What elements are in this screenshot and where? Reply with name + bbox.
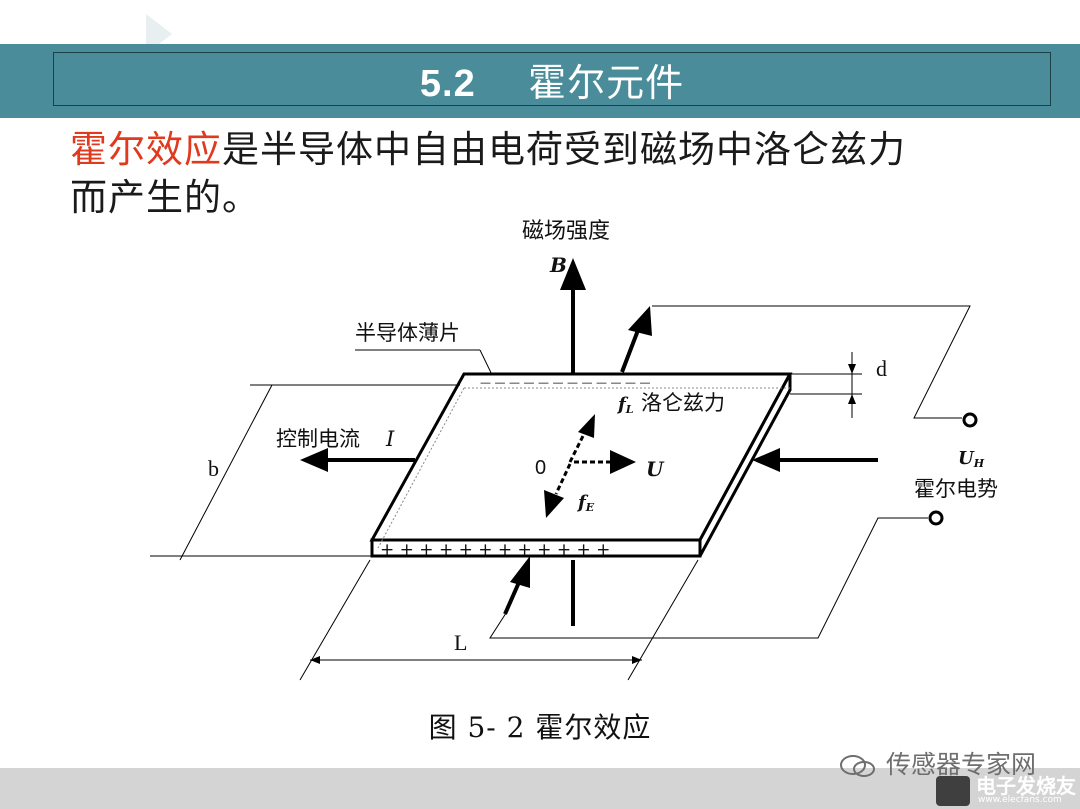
d-label: d — [876, 356, 887, 381]
hall-wire-upper — [652, 305, 971, 419]
electric-force-vector-head — [544, 490, 564, 518]
slide-title: 5.2 霍尔元件 — [420, 52, 684, 107]
figure-caption: 图 5- 2 霍尔效应 — [428, 711, 652, 744]
right-input-arrowhead — [752, 448, 780, 472]
hall-terminal-upper — [962, 412, 978, 428]
hall-emf-label: 霍尔电势 — [914, 477, 998, 501]
b-field-arrowhead — [560, 258, 586, 290]
negative-charges: — — — — — — — — — — — — — [480, 376, 650, 389]
lorentz-vector-head — [578, 414, 595, 438]
semiconductor-plate-top — [369, 372, 793, 542]
l-dim-ext-right — [627, 559, 699, 681]
intro-paragraph: 霍尔效应是半导体中自由电荷受到磁场中洛仑兹力而产生的。 — [70, 126, 930, 222]
watermark-account-text: 传感器专家网 — [885, 750, 1036, 779]
upper-tilted-arrow — [620, 324, 642, 373]
lorentz-force-label: 洛仑兹力 — [641, 391, 725, 415]
elecfans-logo-url: www.elecfans.com — [978, 795, 1062, 805]
current-symbol: I — [385, 427, 395, 451]
elecfans-logo: 电子发烧友 www.elecfans.com — [936, 768, 1076, 808]
velocity-label: U — [646, 457, 665, 481]
l-dim-ext-left — [299, 559, 371, 681]
l-dim-tick-right — [632, 656, 642, 664]
l-dim-tick-left — [310, 656, 320, 664]
footer-bar — [0, 768, 1080, 809]
b-label: b — [208, 456, 219, 481]
d-dim-tick-bottom — [848, 394, 856, 404]
intro-text: 是半导体中自由电荷受到磁场中洛仑兹力而产生的。 — [70, 128, 906, 219]
control-current-label: 控制电流 — [276, 427, 360, 451]
elecfans-badge-icon — [936, 776, 970, 806]
electric-force-vector — [554, 463, 572, 495]
hall-wire-lower — [489, 517, 928, 639]
watermark-account: 传感器专家网 — [838, 745, 1036, 781]
section-title: 霍尔元件 — [528, 60, 685, 105]
lorentz-vector — [568, 427, 589, 463]
positive-charges: + + + + + + + + + + + + — [380, 540, 610, 560]
semiconductor-plate-right-edge — [698, 373, 792, 557]
field-strength-label: 磁场强度 — [522, 219, 610, 244]
plate-label: 半导体薄片 — [355, 321, 460, 345]
l-label: L — [454, 630, 467, 655]
control-current-arrowhead — [300, 448, 328, 472]
d-dim-tick-top — [848, 364, 856, 374]
lower-tilted-arrow — [503, 579, 522, 615]
b-dim-line — [179, 384, 273, 561]
velocity-vector-head — [610, 450, 636, 474]
upper-tilted-arrowhead — [628, 306, 652, 336]
hall-terminal-lower — [928, 510, 944, 526]
hall-effect-diagram: 磁场强度 B 半导体薄片 — — — — — — — — — — — — + +… — [150, 219, 998, 681]
elecfans-logo-name: 电子发烧友 — [976, 774, 1076, 798]
title-box: 5.2 霍尔元件 — [53, 52, 1051, 106]
intro-highlight: 霍尔效应 — [70, 128, 222, 171]
section-number: 5.2 — [419, 62, 476, 105]
origin-label: 0 — [535, 457, 546, 479]
hall-voltage-symbol: UH — [958, 448, 985, 470]
wechat-icon — [840, 755, 875, 777]
b-axis-label: B — [549, 253, 567, 277]
lower-tilted-arrowhead — [510, 556, 530, 588]
